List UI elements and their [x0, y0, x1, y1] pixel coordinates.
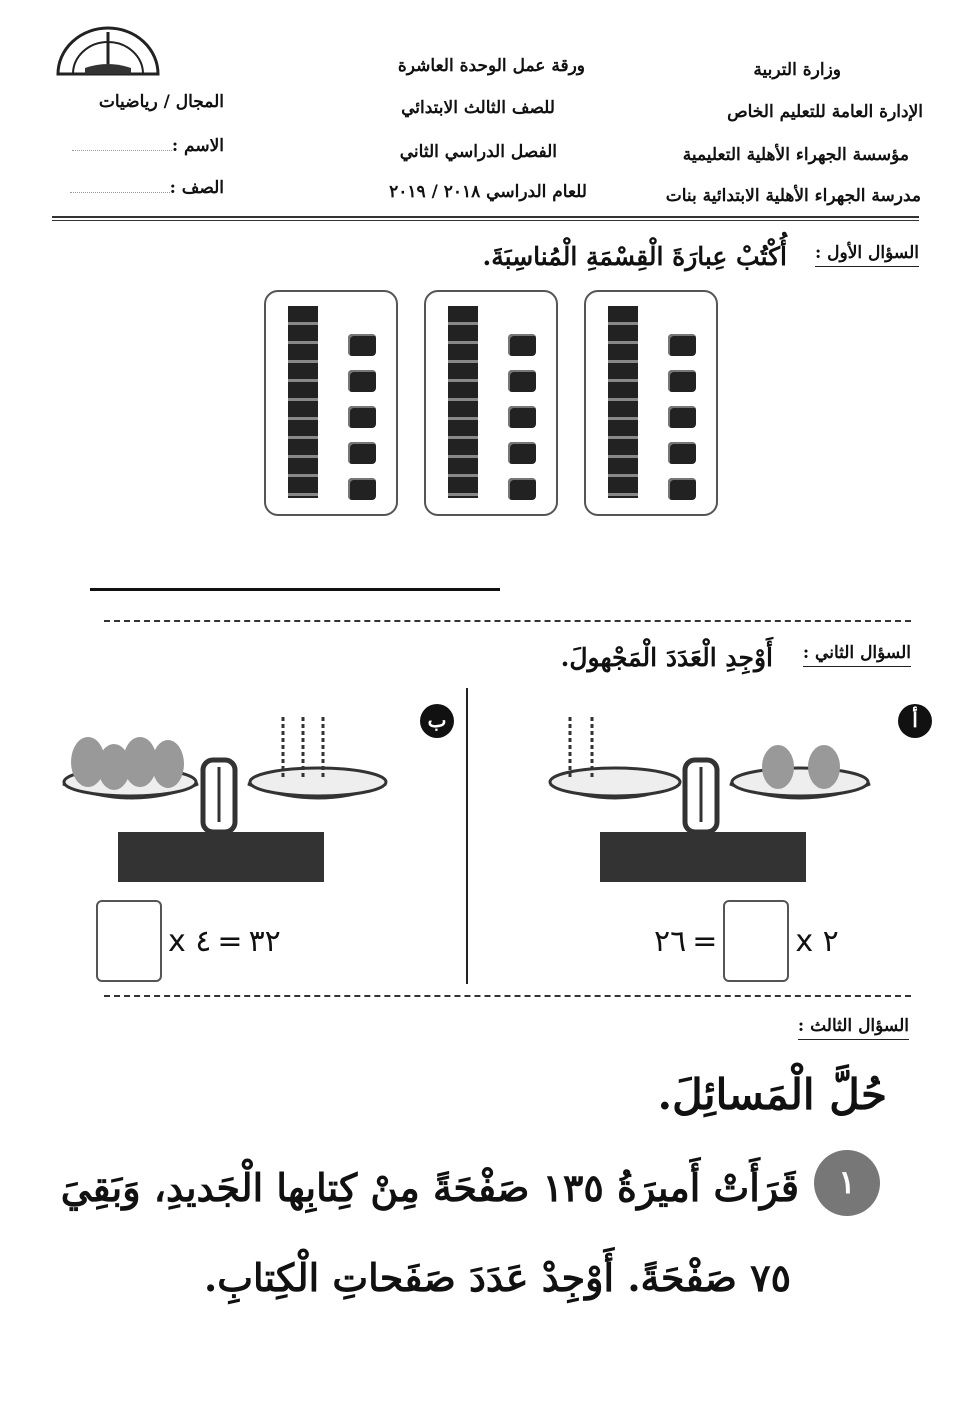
header-divider — [52, 216, 919, 221]
foundation-name: مؤسسة الجهراء الأهلية التعليمية — [682, 145, 909, 165]
unit-cube — [348, 370, 376, 392]
unit-cube — [348, 478, 376, 500]
name-field[interactable]: الاسم : — [66, 136, 224, 156]
ten-rod — [608, 306, 638, 498]
name-label: الاسم : — [171, 136, 224, 156]
item-number-badge: ١ — [814, 1150, 880, 1216]
factor-a: x ٢ — [795, 923, 839, 959]
unit-cube — [508, 370, 536, 392]
answer-box-b[interactable] — [96, 900, 162, 982]
unit-cube — [348, 334, 376, 356]
unit-cube — [668, 442, 696, 464]
equals-a: = — [692, 923, 718, 959]
equation-a: ٢٦ = x ٢ — [654, 900, 839, 982]
problem-line-1: قَرَأَتْ أَميرَةُ ١٣٥ صَفْحَةً مِنْ كِتا… — [60, 1165, 799, 1210]
badge-a: أ — [898, 704, 932, 738]
unit-cube — [348, 442, 376, 464]
equals-b: = — [217, 923, 243, 959]
answer-line[interactable] — [90, 588, 500, 591]
answer-box-a[interactable] — [723, 900, 790, 982]
q3-label: السؤال الثالث : — [797, 1016, 909, 1040]
ministry-name: وزارة التربية — [753, 60, 841, 80]
problem-line-2: ٧٥ صَفْحَةً. أَوْجِدْ عَدَدَ صَفَحاتِ ال… — [203, 1255, 791, 1300]
section-divider — [104, 995, 911, 997]
worksheet-title: ورقة عمل الوحدة العاشرة — [397, 56, 585, 76]
base-ten-group — [264, 290, 398, 516]
ten-rod — [288, 306, 318, 498]
q2-instruction: أَوْجِدِ الْعَدَدَ الْمَجْهولَ. — [560, 643, 773, 672]
factor-b: x ٤ — [168, 923, 212, 959]
column-divider — [466, 688, 468, 984]
result-b: ٣٢ — [248, 923, 281, 959]
q1-instruction: أُكْتُبْ عِبارَةَ الْقِسْمَةِ الْمُناسِب… — [482, 242, 787, 271]
balance-scale-b — [62, 717, 388, 882]
grade-label: للصف الثالث الابتدائي — [401, 98, 555, 118]
class-field[interactable]: الصف : — [64, 178, 224, 198]
base-ten-group — [424, 290, 558, 516]
ten-rod — [448, 306, 478, 498]
badge-b: ب — [420, 704, 454, 738]
result-a: ٢٦ — [654, 923, 687, 959]
unit-cube — [508, 406, 536, 428]
unit-cube — [508, 334, 536, 356]
year-label: للعام الدراسي ٢٠١٨ / ٢٠١٩ — [389, 182, 587, 202]
school-name: مدرسة الجهراء الأهلية الابتدائية بنات — [665, 186, 921, 206]
unit-cube — [668, 334, 696, 356]
unit-cube — [668, 370, 696, 392]
balance-scale-a — [548, 717, 871, 882]
q1-label: السؤال الأول : — [814, 243, 919, 267]
q2-label: السؤال الثاني : — [802, 643, 911, 667]
equation-b: x ٤ = ٣٢ — [96, 900, 281, 982]
directorate-name: الإدارة العامة للتعليم الخاص — [727, 102, 923, 122]
school-logo — [56, 26, 160, 76]
semester-label: الفصل الدراسي الثاني — [399, 142, 557, 162]
class-label: الصف : — [169, 178, 224, 198]
unit-cube — [508, 442, 536, 464]
subject-label: المجال / رياضيات — [98, 92, 224, 112]
unit-cube — [508, 478, 536, 500]
unit-cube — [668, 478, 696, 500]
section-divider — [104, 620, 911, 622]
base-ten-group — [584, 290, 718, 516]
unit-cube — [348, 406, 376, 428]
unit-cube — [668, 406, 696, 428]
q3-title: حُلَّ الْمَسائِلَ. — [657, 1070, 887, 1119]
